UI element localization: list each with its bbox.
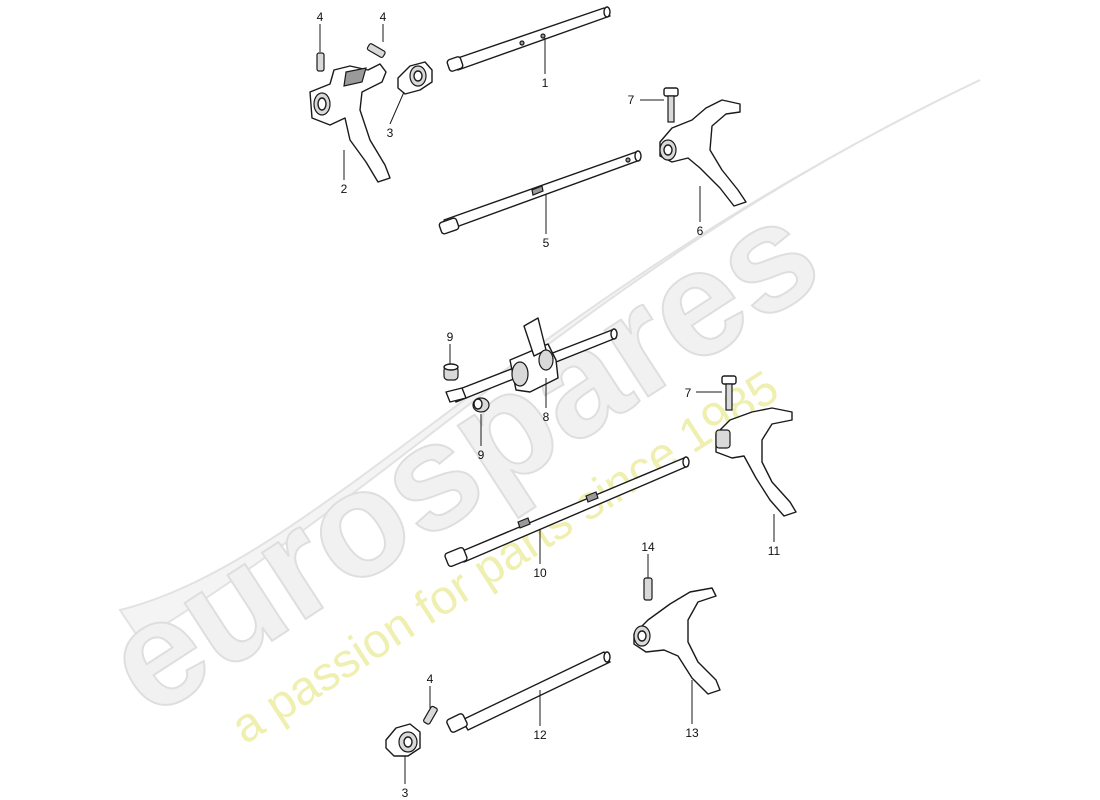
watermark: eurospares a passion for parts since 198…	[75, 79, 981, 754]
callout-6-fork: 6	[697, 224, 704, 238]
callout-9-roller-upper: 9	[447, 330, 454, 344]
pin-4-upper-left	[316, 52, 325, 72]
bolt-7-lower	[721, 375, 737, 411]
callout-9-roller-lower: 9	[478, 448, 485, 462]
callout-8-shaft: 8	[543, 410, 550, 424]
shift-fork-11	[715, 407, 797, 517]
callout-4-pin-upper-left: 4	[317, 10, 324, 24]
pin-14	[643, 577, 653, 601]
selector-shaft-1	[446, 6, 611, 72]
callout-3-clamp-lower: 3	[402, 786, 409, 800]
callout-5-shaft: 5	[543, 236, 550, 250]
shift-fork-13	[633, 587, 721, 695]
roller-9-lower	[472, 397, 490, 413]
selector-shaft-10	[444, 456, 690, 568]
callout-2-fork: 2	[341, 182, 348, 196]
shift-fork-6	[659, 99, 747, 207]
callout-7-bolt-lower: 7	[685, 386, 692, 400]
callout-11-fork: 11	[768, 544, 781, 558]
callout-10-shaft: 10	[533, 566, 547, 580]
callout-4-pin-lower: 4	[427, 672, 434, 686]
pin-4-lower	[423, 705, 438, 725]
shift-fork-2	[309, 63, 391, 183]
callout-4-pin-upper: 4	[380, 10, 387, 24]
watermark-swoosh	[118, 79, 981, 642]
callout-12-shaft: 12	[533, 728, 547, 742]
clamp-3-upper	[397, 61, 433, 95]
callout-7-bolt-upper: 7	[628, 93, 635, 107]
selector-shaft-12	[446, 651, 611, 733]
callout-3-clamp-upper: 3	[387, 126, 394, 140]
callouts: 4 4 1 3 2 7 5 6 9 8 9 7 11 10 14 4 12 13…	[317, 10, 781, 800]
callout-1-shaft: 1	[542, 76, 549, 90]
selector-shaft-5	[438, 150, 642, 235]
clamp-3-lower	[385, 723, 421, 757]
callout-13-fork: 13	[685, 726, 699, 740]
pin-4-upper	[366, 43, 386, 58]
bolt-7-upper	[663, 87, 679, 123]
roller-9-upper	[443, 363, 459, 381]
callout-14-pin: 14	[641, 540, 655, 554]
leader-lines	[319, 24, 775, 784]
